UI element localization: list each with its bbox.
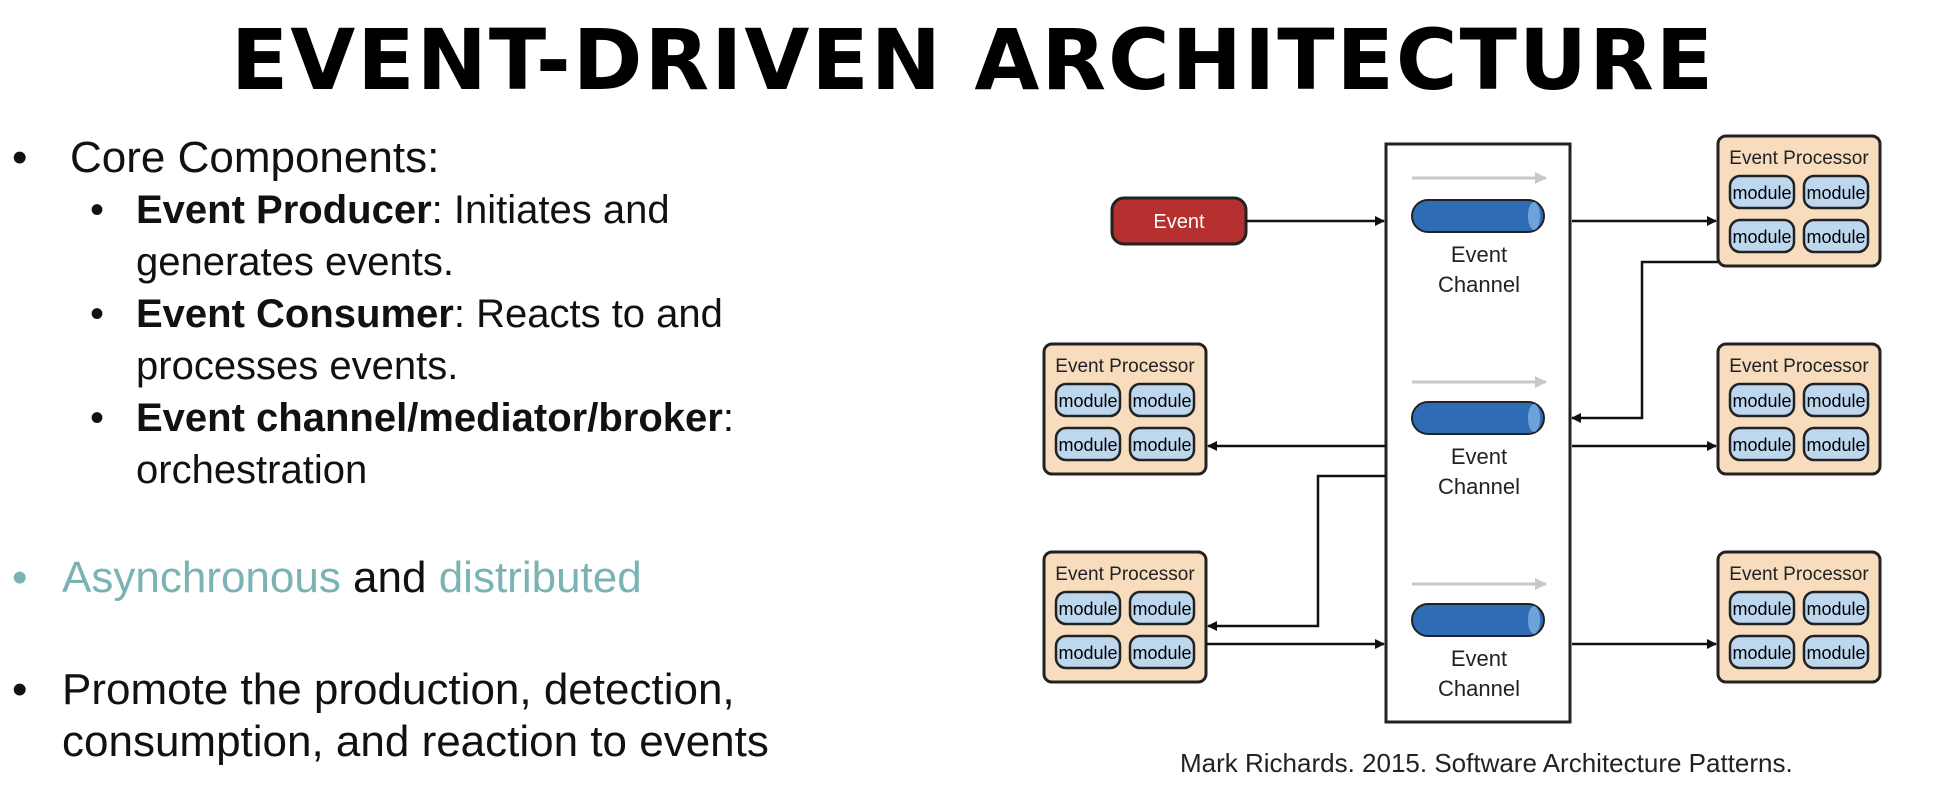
sub-bullet-consumer: • Event Consumer: Reacts to and — [90, 288, 723, 340]
channel-term: Event channel/mediator/broker — [136, 396, 723, 440]
event-channel-2: Event Channel — [1411, 376, 1547, 499]
promote-line2: consumption, and reaction to events — [62, 717, 769, 766]
processor-title: Event Processor — [1729, 356, 1869, 377]
event-label: Event — [1153, 211, 1205, 233]
connector-arrows — [1206, 216, 1718, 649]
page-title: EVENT-DRIVEN ARCHITECTURE — [230, 11, 1716, 109]
event-processor-right-1: Event Processor module module module mod… — [1716, 134, 1882, 268]
module-label: module — [1806, 391, 1865, 411]
processor-title: Event Processor — [1055, 564, 1195, 585]
module-label: module — [1132, 599, 1191, 619]
channel-label-line1: Event — [1451, 444, 1507, 469]
channel-desc-line1: : — [722, 396, 734, 440]
event-architecture-diagram: Event Event Channel Event Channel Event … — [1042, 134, 1882, 724]
channel-label-line2: Channel — [1438, 474, 1520, 499]
module-label: module — [1058, 435, 1117, 455]
module-label: module — [1058, 599, 1117, 619]
channel-desc-line2: orchestration — [136, 448, 368, 492]
module-label: module — [1732, 183, 1791, 203]
module-label: module — [1806, 643, 1865, 663]
bullet-promote: • Promote the production, detection, — [12, 664, 735, 716]
sub-bullet-producer: • Event Producer: Initiates and — [90, 184, 670, 236]
event-channel-3: Event Channel — [1411, 578, 1547, 701]
module-label: module — [1806, 435, 1865, 455]
consumer-term: Event Consumer — [136, 292, 454, 336]
event-processor-left-1: Event Processor module module module mod… — [1042, 342, 1208, 476]
module-label: module — [1132, 391, 1191, 411]
module-label: module — [1132, 435, 1191, 455]
bullet-dot: • — [90, 292, 105, 336]
channel-label-line2: Channel — [1438, 676, 1520, 701]
processor-title: Event Processor — [1729, 148, 1869, 169]
bullet-async-distributed: • Asynchronous and distributed — [12, 552, 642, 604]
event-processor-right-3: Event Processor module module module mod… — [1716, 550, 1882, 684]
processor-title: Event Processor — [1729, 564, 1869, 585]
sub-bullet-channel: • Event channel/mediator/broker: — [90, 392, 734, 444]
bullet-dot: • — [12, 665, 28, 714]
module-label: module — [1058, 391, 1117, 411]
bullet-dot: • — [12, 553, 28, 602]
arrow-channel2-to-left2 — [1207, 474, 1386, 631]
module-label: module — [1732, 227, 1791, 247]
module-label: module — [1132, 643, 1191, 663]
consumer-desc-line1: : Reacts to and — [453, 292, 723, 336]
event-channel-1: Event Channel — [1411, 172, 1547, 297]
distributed-word: distributed — [438, 553, 642, 602]
channel-label-line1: Event — [1451, 646, 1507, 671]
bullet-dot: • — [12, 133, 28, 182]
processor-title: Event Processor — [1055, 356, 1195, 377]
event-processor-left-2: Event Processor module module module mod… — [1042, 550, 1208, 684]
bullet-core-components: • Core Components: — [12, 132, 439, 184]
module-label: module — [1732, 435, 1791, 455]
module-label: module — [1732, 643, 1791, 663]
module-label: module — [1058, 643, 1117, 663]
citation-credit: Mark Richards. 2015. Software Architectu… — [1180, 748, 1793, 778]
async-word: Asynchronous — [62, 553, 341, 602]
event-processor-right-2: Event Processor module module module mod… — [1716, 342, 1882, 476]
producer-desc-line2: generates events. — [136, 240, 454, 284]
arrow-right1-to-channel2 — [1571, 260, 1718, 423]
producer-term: Event Producer — [136, 188, 432, 232]
module-label: module — [1806, 227, 1865, 247]
module-label: module — [1806, 599, 1865, 619]
and-word: and — [340, 553, 439, 602]
bullet-dot: • — [90, 188, 105, 232]
producer-desc-line1: : Initiates and — [431, 188, 670, 232]
consumer-desc-line2: processes events. — [136, 344, 459, 388]
promote-line1: Promote the production, detection, — [62, 665, 735, 714]
event-node: Event — [1110, 196, 1248, 246]
core-components-label: Core Components: — [70, 133, 440, 182]
module-label: module — [1732, 599, 1791, 619]
channel-label-line1: Event — [1451, 242, 1507, 267]
module-label: module — [1806, 183, 1865, 203]
channel-label-line2: Channel — [1438, 272, 1520, 297]
module-label: module — [1732, 391, 1791, 411]
bullet-dot: • — [90, 396, 105, 440]
